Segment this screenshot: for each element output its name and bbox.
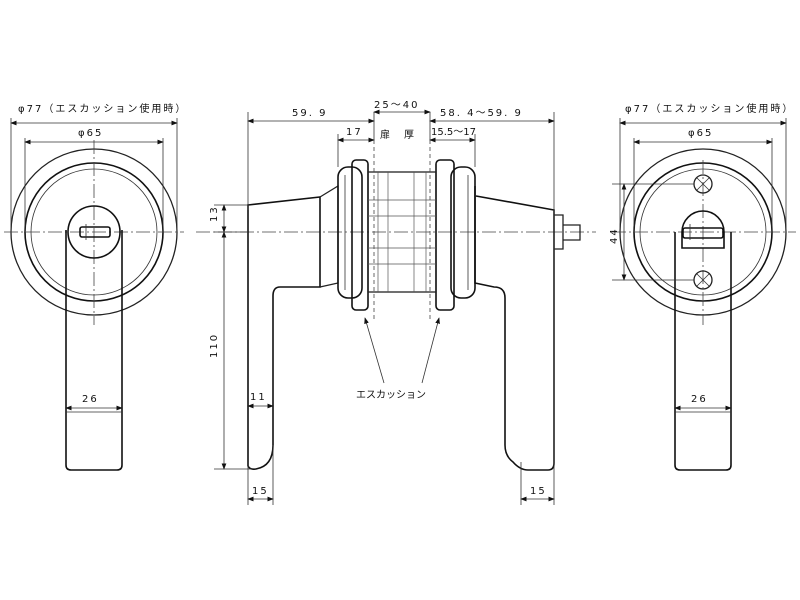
side-dim11-text: 11 — [250, 392, 267, 403]
side-right-rosette — [450, 166, 476, 299]
left-lever-shaft — [65, 230, 123, 471]
side-dim-right-text: 58. 4〜59. 9 — [440, 108, 523, 119]
side-dim17-text: 17 — [346, 127, 363, 138]
right-lever-shaft — [674, 232, 732, 471]
left-dim65-text: φ65 — [78, 128, 103, 139]
right-dim26-text: 26 — [691, 394, 708, 405]
side-dim-door-text: 25〜40 — [374, 100, 419, 111]
side-view: 59. 9 25〜40 58. 4〜59. 9 17 扉 厚 15.5〜17 1… — [196, 100, 596, 505]
side-dim110-text: 110 — [209, 333, 220, 358]
side-latch-hatching — [368, 172, 436, 292]
side-dim-left-text: 59. 9 — [292, 108, 327, 119]
side-left-rosette — [337, 166, 363, 299]
side-escutcheon-leader-right — [421, 317, 440, 384]
side-dim15-right-text: 15 — [530, 486, 547, 497]
left-dim26-text: 26 — [82, 394, 99, 405]
side-latch-body — [367, 171, 437, 293]
side-door-thickness-label: 扉 厚 — [380, 128, 416, 141]
side-right-lever — [474, 186, 555, 471]
side-left-lever — [247, 196, 321, 470]
right-back-view: φ77（エスカッション使用時） φ65 44 26 — [609, 102, 796, 471]
side-dim13-text: 13 — [209, 205, 220, 222]
right-dim77-text: φ77（エスカッション使用時） — [625, 102, 794, 115]
right-dim65-text: φ65 — [688, 128, 713, 139]
side-dim15-left-text: 15 — [252, 486, 269, 497]
side-right-tailpiece — [563, 224, 581, 241]
right-thumbturn — [681, 210, 725, 249]
side-right-spindle — [554, 214, 564, 250]
side-escutcheon-label: エスカッション — [356, 389, 426, 401]
left-lock-boss — [67, 205, 121, 259]
left-keyway-slot — [79, 226, 111, 238]
right-dim44-text: 44 — [609, 227, 620, 244]
left-dim77-text: φ77（エスカッション使用時） — [18, 102, 187, 115]
side-escutcheon-leader-left — [364, 317, 385, 384]
side-dim15-17-text: 15.5〜17 — [431, 127, 476, 138]
right-thumbturn-slot — [682, 227, 724, 239]
side-left-rosette-cap — [351, 159, 369, 311]
left-front-view: φ77（エスカッション使用時） φ65 26 — [4, 102, 187, 471]
side-left-lever-neck — [319, 184, 339, 288]
